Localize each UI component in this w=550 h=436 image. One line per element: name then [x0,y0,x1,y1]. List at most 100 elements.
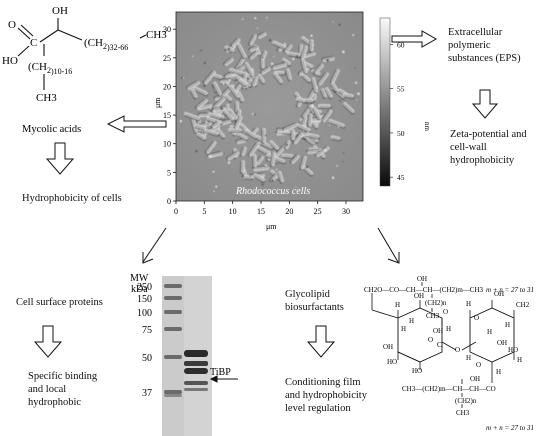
marker-label: 37 [142,388,152,399]
glycolipid-oh-top: OH [417,275,427,283]
afm-speck [343,152,345,154]
afm-speck [332,21,334,23]
ring-atom-label: H [395,301,400,309]
arrow-to-mycolic [106,115,167,133]
afm-cell [270,151,276,167]
marker-label: 250 [137,282,152,293]
afm-speck [342,161,344,163]
afm-speck [241,18,244,21]
glycolipid-bottom-chain: CH3—(CH2)m—CH—CH—CO [402,385,496,393]
afm-speck [205,120,208,123]
afm-cell [300,45,308,60]
afm-cell [238,78,247,88]
afm-cell [255,155,265,165]
afm-cell [317,72,329,86]
binding-line-3: hydrophobic [28,397,82,408]
ladder-band [164,296,182,300]
conditioning-line-1: Conditioning film [285,377,361,388]
arrow-proteins-to-binding [33,325,63,358]
glycolipid-sub-top-2: CH3 [426,312,440,320]
afm-cell [233,115,243,129]
afm-cell [342,93,355,99]
afm-cell [256,145,268,155]
afm-cell [240,160,245,174]
arrow-eps-to-zeta [471,89,499,119]
afm-cell [318,104,332,109]
ladder-band [164,310,182,314]
sds-page-gel [162,276,212,436]
y-axis-label: μm [153,97,162,108]
afm-speck [326,59,329,62]
colorbar-tick-label: 55 [397,85,405,94]
afm-cell [299,156,307,170]
afm-cell [186,80,201,90]
afm-speck [213,190,215,192]
arrow-glycolipid-to-conditioning [306,325,336,358]
ch3-bottom-label: CH3 [36,92,57,104]
afm-speck [273,56,275,58]
afm-speck [227,47,231,50]
afm-speck [181,76,184,79]
afm-cell [320,88,327,99]
rhodococcus-cells-label: Rhodococcus cells [235,186,310,197]
zeta-line-3: hydrophobicity [450,155,515,166]
afm-cell [229,68,245,77]
afm-speck [336,165,338,167]
afm-cell [257,73,265,85]
afm-speck [271,179,274,182]
afm-cell [292,132,304,145]
afm-speck [209,155,212,158]
zeta-text: Zeta-potential and cell-wall hydrophobic… [450,128,527,167]
afm-cell [303,98,315,103]
c-label: C [30,37,37,49]
afm-cell [301,73,311,84]
afm-speck [223,152,225,154]
marker-label: 100 [137,308,152,319]
afm-cell [296,123,312,133]
afm-cell [226,151,240,161]
afm-cell [283,44,293,53]
afm-cell [309,39,314,53]
flow-arrows [33,30,499,358]
gel-header-kda: kDa [131,284,148,295]
glycolipid-mn-bottom: m + n = 27 to 31 [486,424,534,432]
ring-atom-label: O [476,361,481,369]
afm-speck [227,161,231,164]
afm-cell [330,135,341,142]
afm-cell [282,122,298,132]
afm-cell [256,32,267,39]
ring-atom-label: O [443,308,448,316]
afm-speck [331,176,335,179]
afm-cell [205,141,217,154]
glycolipid-mn-top: m + n = 27 to 31 [486,286,534,294]
ring-atom-label: C [437,341,442,349]
afm-cell [269,140,279,152]
afm-cell [202,70,216,85]
side-chain-label: (CH2)10-16 [28,61,72,76]
afm-cell [207,111,222,120]
afm-cell [212,97,226,109]
afm-speck [261,57,264,59]
eps-line-2: polymeric [448,40,491,51]
afm-cell [330,82,339,93]
afm-cell [203,128,220,137]
afm-speck [355,81,358,84]
afm-cell [307,113,313,128]
ring-atom-label: H [496,368,501,376]
afm-cell [190,116,198,134]
afm-speck [256,27,258,29]
afm-cell [248,51,259,60]
glycolipid-sub-bottom-1: (CH2)n [455,397,477,405]
afm-cell [247,142,260,157]
afm-cell [281,153,294,159]
ring-atom-label: OH [383,343,393,351]
afm-cell [261,128,266,144]
afm-speck [268,39,272,42]
x-tick-label: 25 [314,207,322,216]
binding-line-1: Specific binding [28,371,98,382]
marker-label: 50 [142,353,152,364]
afm-cell [313,63,324,74]
afm-speck [292,57,295,61]
afm-cell [253,173,266,183]
afm-cell [274,145,287,157]
